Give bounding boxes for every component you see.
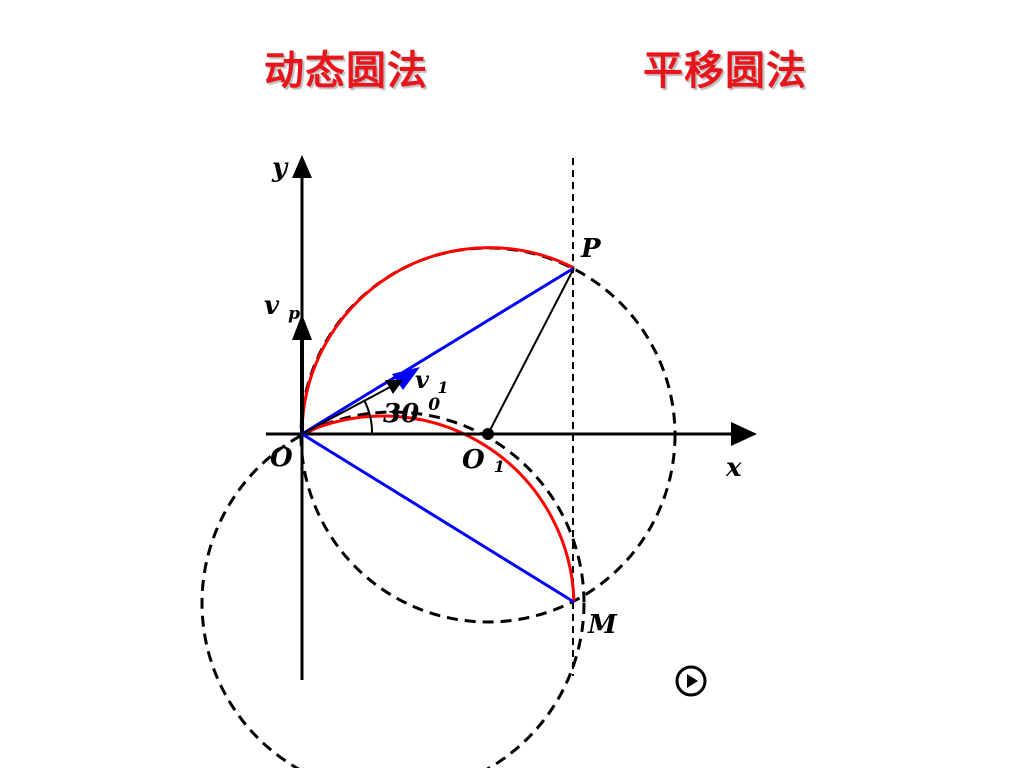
v1-label-main: v [415, 365, 430, 394]
center-label-o1: O 1 [462, 445, 505, 476]
radius-o1-p [487, 267, 575, 435]
vp-arrow-icon [292, 314, 312, 340]
red-arc-upper [300, 246, 575, 435]
point-p-label: P [580, 234, 602, 264]
x-axis-arrow-icon [731, 422, 757, 446]
blue-line-op [301, 266, 575, 436]
v1-blue-arrow-icon [392, 367, 420, 390]
center-point-o1 [482, 428, 494, 440]
vp-label-main: v [264, 291, 280, 321]
y-axis-arrow-icon [292, 155, 312, 178]
center-label-main: O [462, 445, 485, 475]
origin-label: O [270, 443, 293, 473]
x-axis-label: x [725, 453, 742, 483]
point-m-label: M [587, 610, 618, 640]
title-dynamic-circle-method: 动态圆法 [264, 48, 428, 94]
play-circle-icon[interactable] [674, 664, 708, 698]
angle-arc [363, 399, 374, 435]
dashed-circle-lower [200, 410, 586, 768]
vp-label-sub: p [288, 304, 300, 324]
v1-label: v 1 [415, 365, 448, 397]
v1-black-arrow-icon [385, 380, 403, 394]
title-translation-circle-method: 平移圆法 [643, 48, 807, 94]
red-arc-lower [301, 414, 576, 603]
angle-label-degree: 0 [428, 395, 440, 415]
angle-label-value: 30 [383, 399, 419, 429]
v1-label-sub: 1 [437, 378, 448, 397]
angle-label: 30 0 [383, 395, 440, 429]
center-label-sub: 1 [494, 457, 505, 476]
blue-line-om [301, 432, 575, 604]
vp-label: v p [264, 291, 300, 324]
y-axis-label: y [271, 153, 289, 183]
v1-vector [301, 385, 393, 435]
